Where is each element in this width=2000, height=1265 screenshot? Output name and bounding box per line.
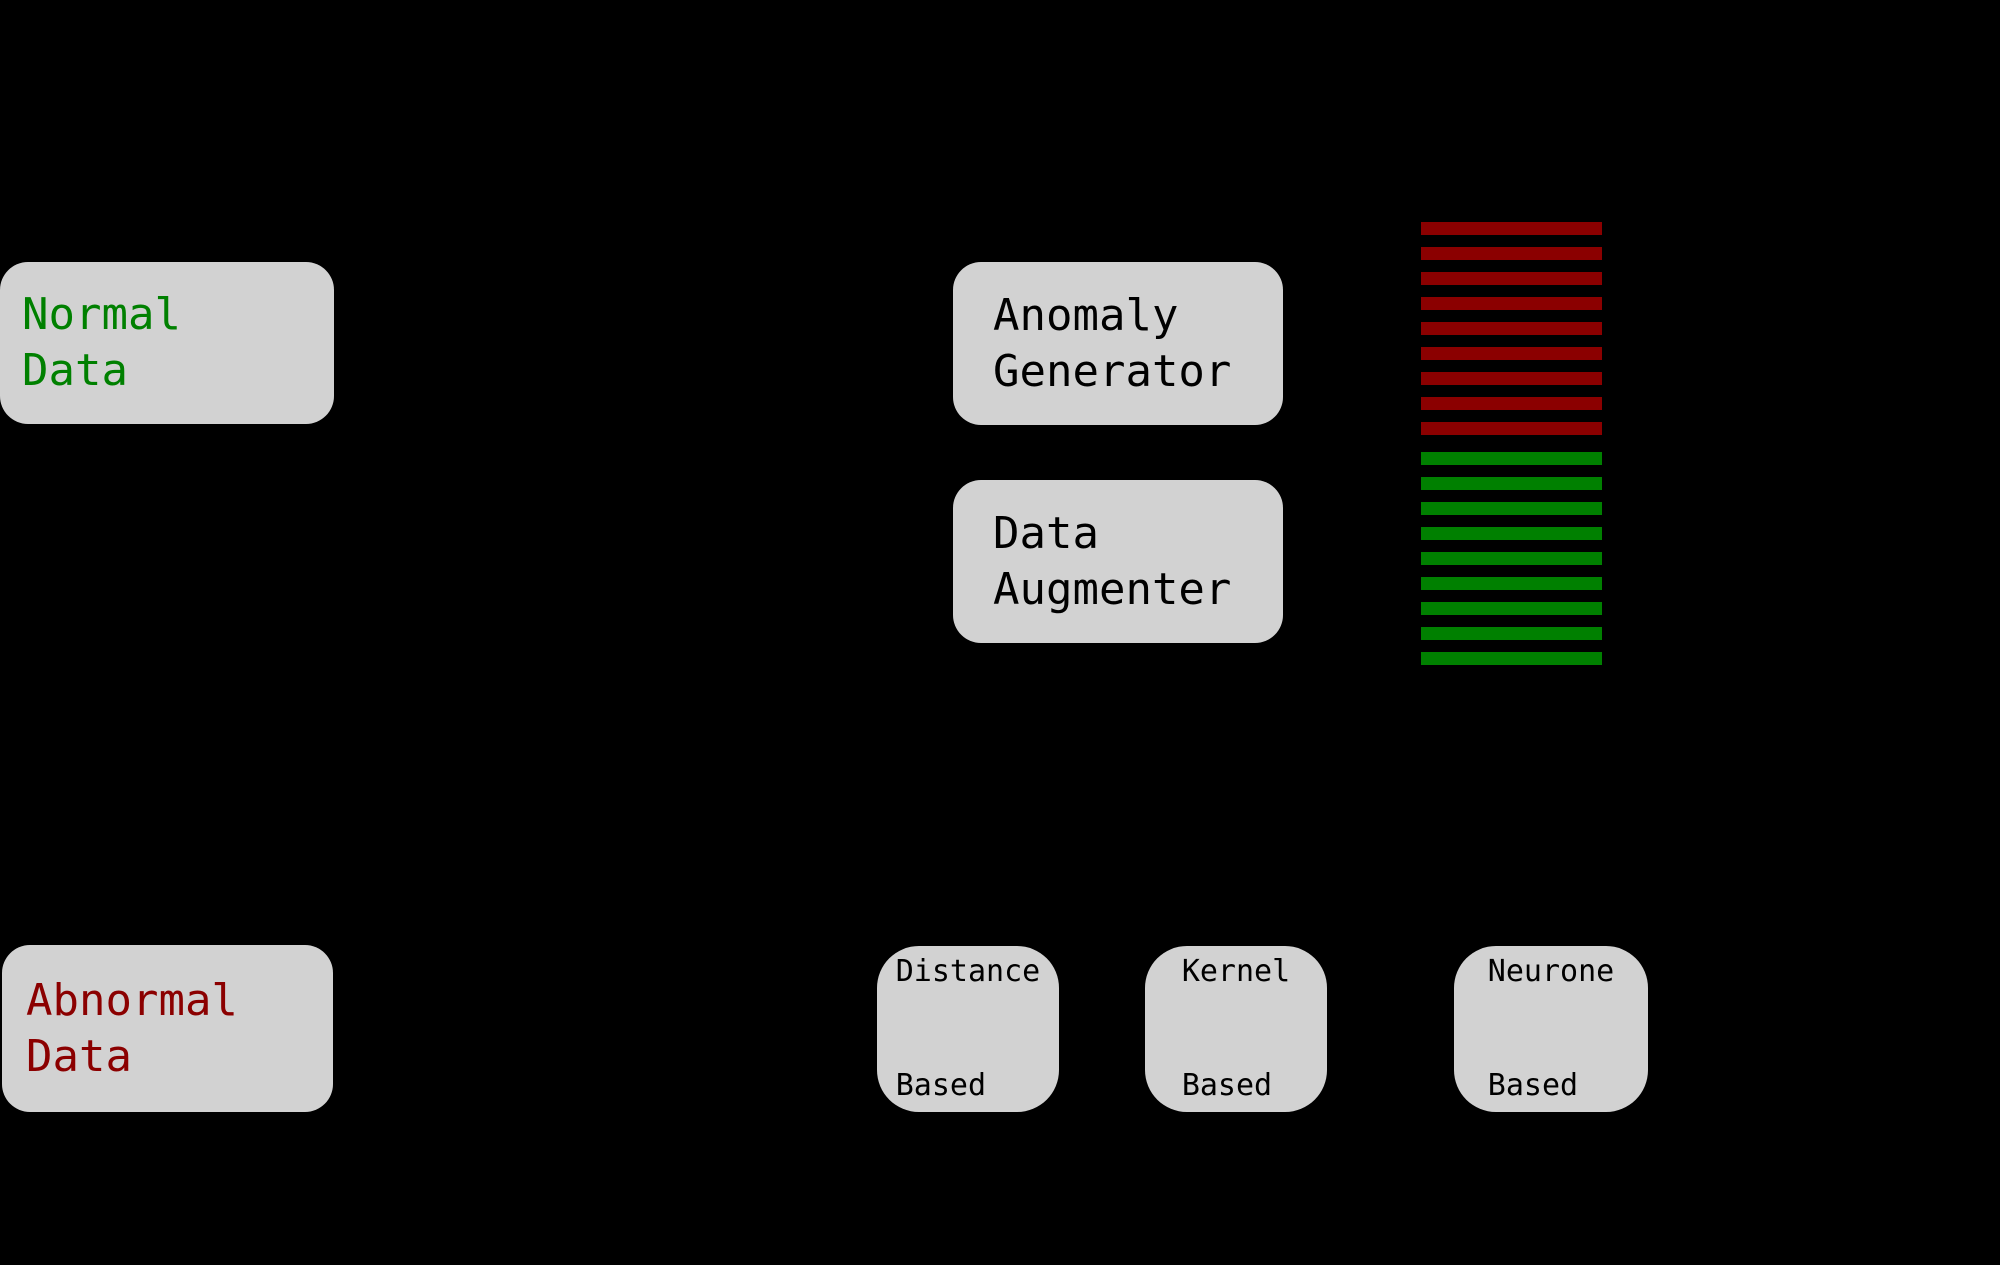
normal-sample-stripe — [1421, 627, 1602, 640]
abnormal-sample-stripe — [1421, 347, 1602, 360]
abnormal-data-node: Abnormal Data — [2, 945, 333, 1112]
normal-data-label-line2: Data — [22, 345, 128, 396]
abnormal-sample-stripe — [1421, 397, 1602, 410]
abnormal-sample-stripe — [1421, 372, 1602, 385]
kernel-based-node: Kernel Based — [1145, 946, 1327, 1112]
abnormal-sample-stripe — [1421, 247, 1602, 260]
abnormal-data-label-line1: Abnormal — [26, 974, 238, 1026]
abnormal-sample-stripe — [1421, 297, 1602, 310]
normal-sample-stripe — [1421, 552, 1602, 565]
anomaly-generator-label-line2: Generator — [993, 345, 1232, 397]
data-augmenter-label-line2: Augmenter — [993, 563, 1232, 615]
normal-sample-stripe — [1421, 477, 1602, 490]
normal-sample-stripe — [1421, 527, 1602, 540]
kernel-based-label: Kernel Based — [1181, 954, 1291, 1103]
normal-sample-stripe — [1421, 602, 1602, 615]
anomaly-generator-node: Anomaly Generator — [953, 262, 1283, 425]
normal-data-label-line1: Normal — [22, 289, 181, 340]
data-augmenter-node: Data Augmenter — [953, 480, 1283, 643]
abnormal-sample-stripe — [1421, 222, 1602, 235]
abnormal-sample-stripe — [1421, 422, 1602, 435]
normal-sample-stripe — [1421, 652, 1602, 665]
normal-sample-stripe — [1421, 452, 1602, 465]
neurone-based-node: Neurone Based — [1454, 946, 1648, 1112]
distance-based-label: Distance Based — [895, 954, 1041, 1103]
normal-sample-stripe-group — [1421, 452, 1602, 665]
sample-stripes — [1421, 222, 1602, 682]
distance-based-node: Distance Based — [877, 946, 1059, 1112]
normal-sample-stripe — [1421, 577, 1602, 590]
abnormal-data-label-line2: Data — [26, 1030, 132, 1082]
normal-sample-stripe — [1421, 502, 1602, 515]
neurone-based-label: Neurone Based — [1487, 954, 1615, 1103]
data-augmenter-label-line1: Data — [993, 507, 1099, 559]
abnormal-sample-stripe-group — [1421, 222, 1602, 435]
abnormal-sample-stripe — [1421, 272, 1602, 285]
normal-data-node: Normal Data — [0, 262, 334, 424]
abnormal-sample-stripe — [1421, 322, 1602, 335]
anomaly-generator-label-line1: Anomaly — [993, 289, 1179, 341]
